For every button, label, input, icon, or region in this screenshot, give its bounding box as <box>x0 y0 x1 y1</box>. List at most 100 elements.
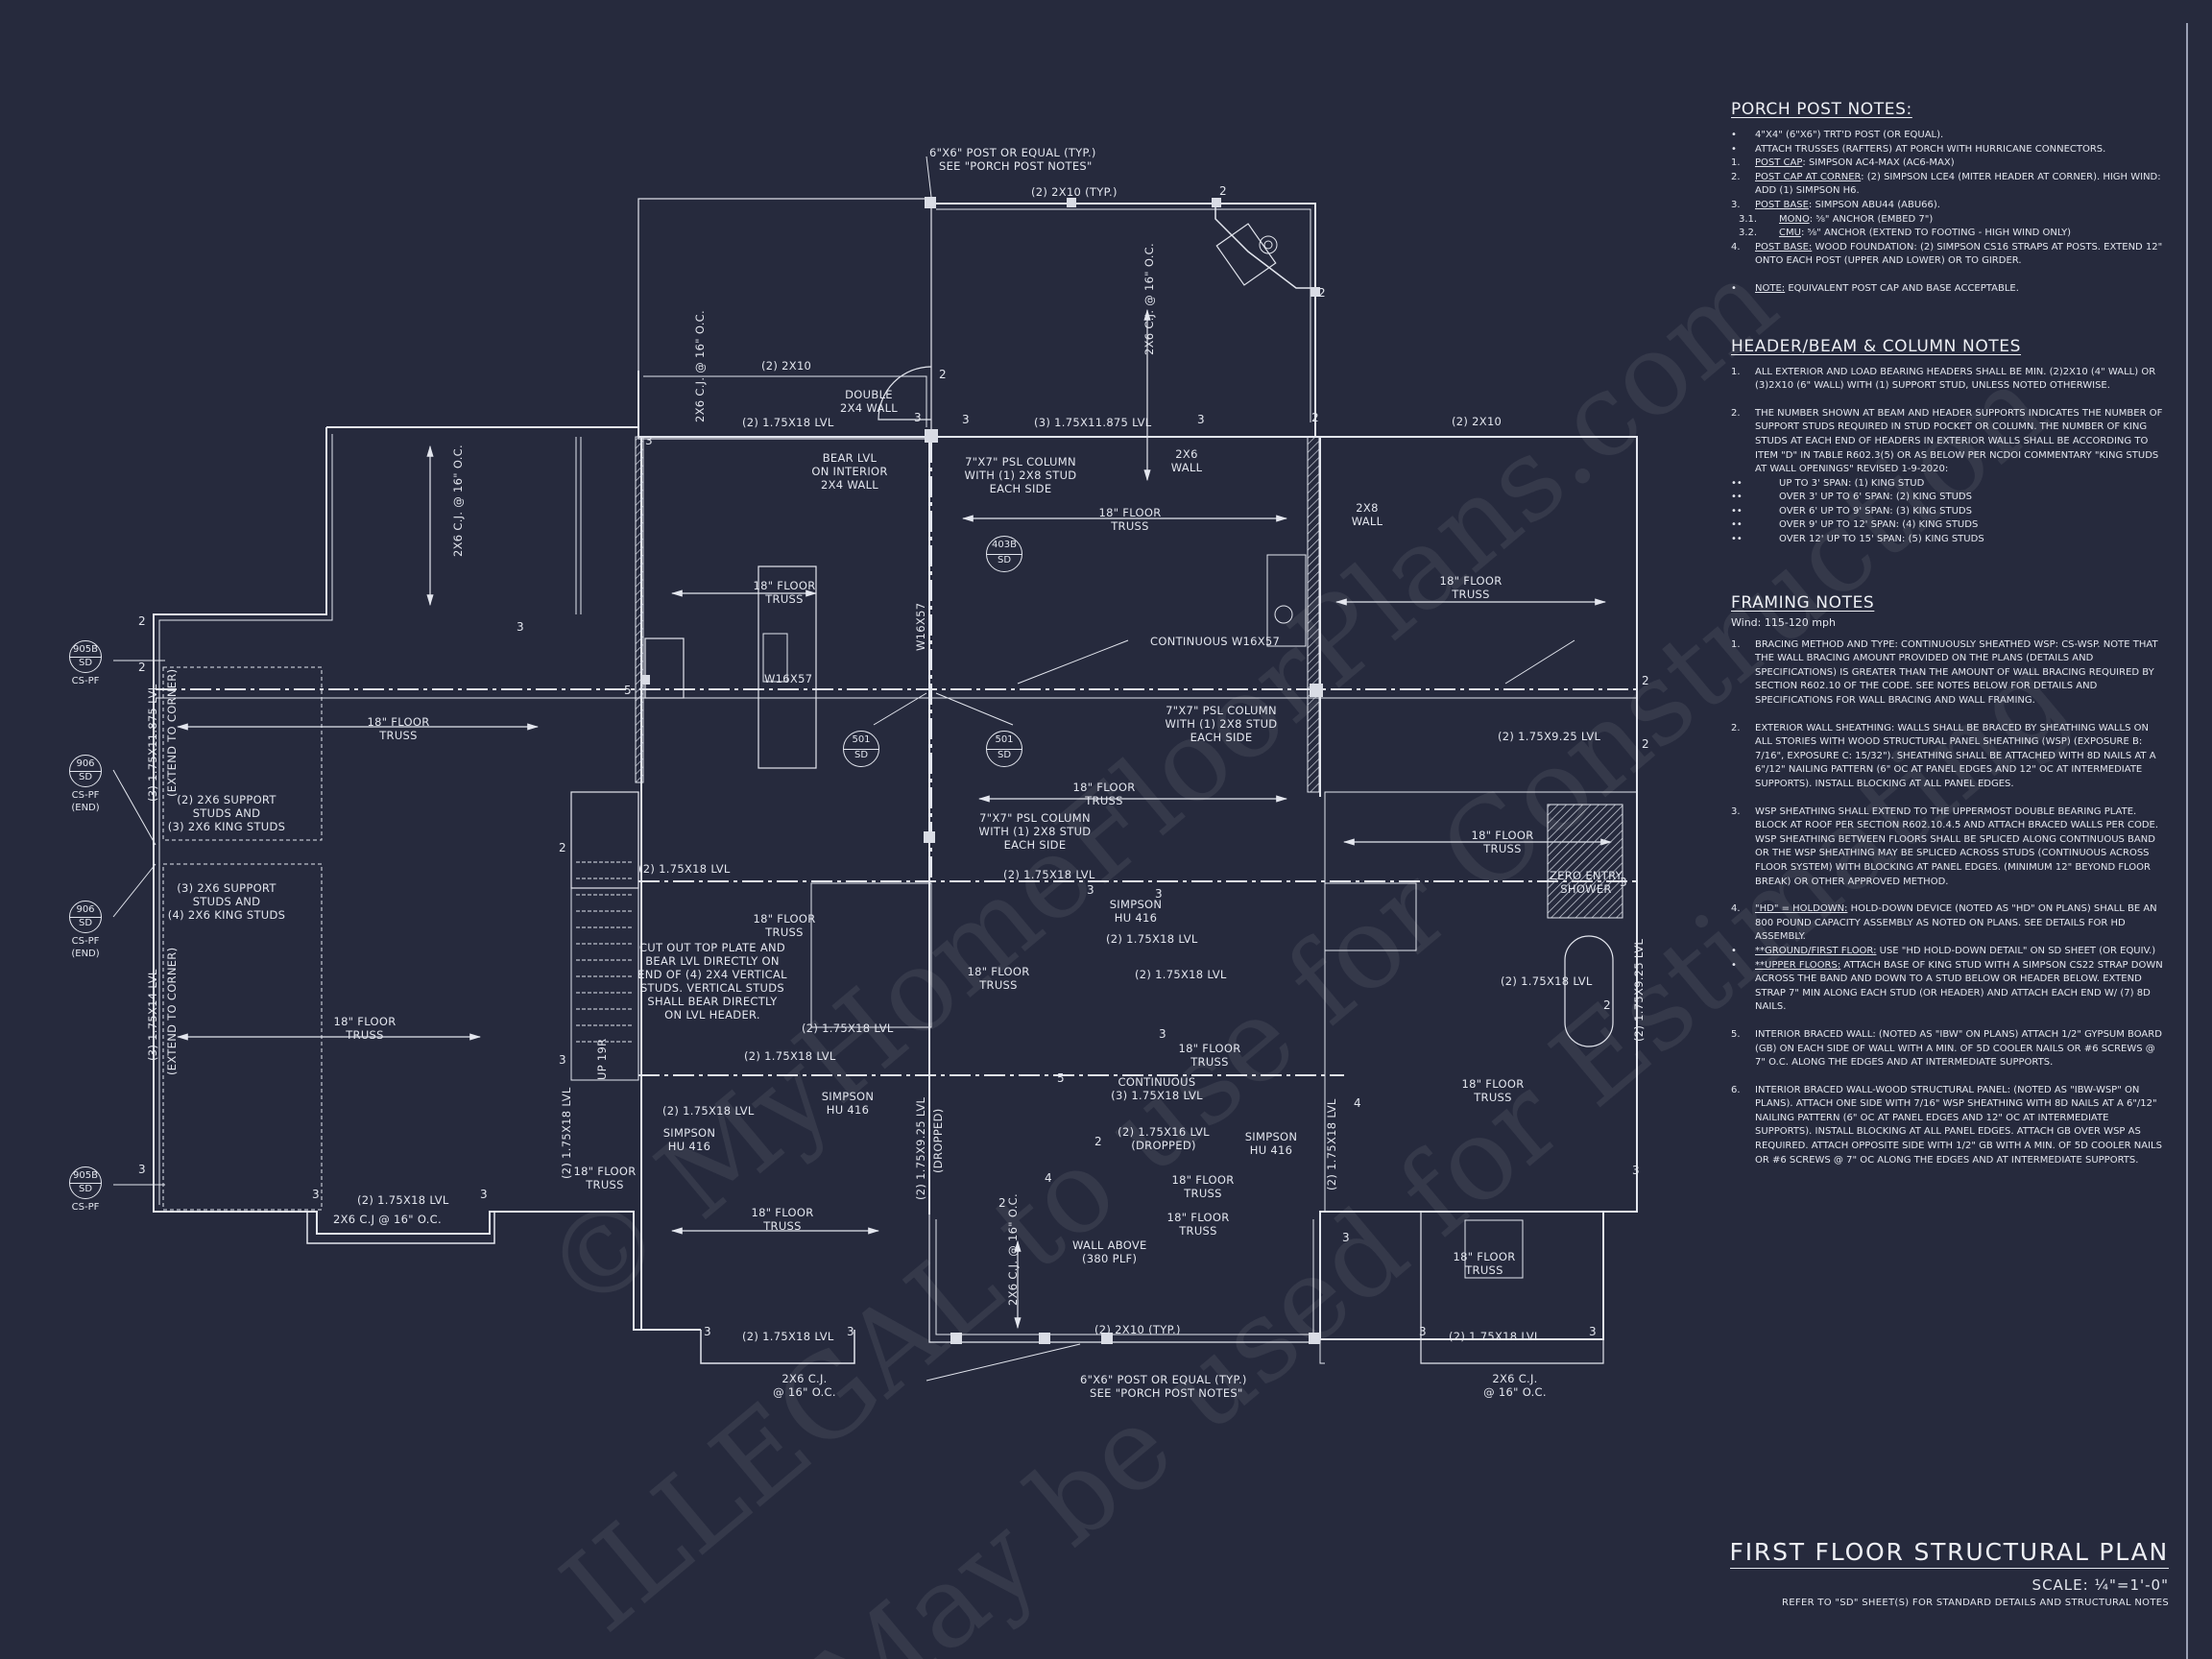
stud-count: 2 <box>1094 1135 1102 1148</box>
note-text: **UPPER FLOORS: ATTACH BASE OF KING STUD… <box>1755 959 2163 1015</box>
lvl-vertical-label: (2) 1.75x18 LVL <box>560 1087 573 1179</box>
note-marker: 4. <box>1731 903 1741 915</box>
notes-panel: PORCH POST NOTES: •4"x4" (6"x6") TRT'D P… <box>1731 100 2163 1200</box>
notes-title: FRAMING NOTES <box>1731 592 1875 613</box>
note-marker: 1. <box>1731 157 1741 169</box>
porch-top-header-label: (2) 2x10 (TYP.) <box>1031 185 1118 199</box>
note-text: INTERIOR BRACED WALL-WOOD STRUCTURAL PAN… <box>1755 1084 2163 1168</box>
stud-count: 2 <box>1311 411 1319 424</box>
wall-above-callout: WALL ABOVE(380 PLF) <box>1072 1238 1147 1265</box>
note-marker: 2. <box>1731 171 1741 182</box>
stud-count: 3 <box>914 411 922 424</box>
sheet-scale: SCALE: ¼"=1'-0" <box>2032 1576 2169 1594</box>
note-body: WOOD FOUNDATION: (2) SIMPSON CS16 STRAPS… <box>1755 241 2163 267</box>
detail-bubble-sub: CS-PF <box>71 676 100 686</box>
note-marker: • <box>1731 143 1737 155</box>
stud-count: 5 <box>624 684 632 697</box>
note-item: 2. POST CAP AT CORNER: (2) SIMPSON LCE4 (… <box>1731 171 2163 199</box>
post-callout-top: 6"x6" POST OR EQUAL (TYP.) SEE "PORCH PO… <box>929 146 1096 173</box>
note-item: 3.1. MONO: ⅝" ANCHOR (EMBED 7") <box>1731 213 2163 228</box>
note-marker: •• <box>1731 492 1743 503</box>
stud-count: 3 <box>645 434 653 447</box>
note-lead: MONO <box>1779 213 1810 225</box>
note-marker: •• <box>1731 534 1743 545</box>
note-lead: POST BASE <box>1755 199 1809 210</box>
note-body: USE "HD HOLD-DOWN DETAIL" ON SD SHEET (O… <box>1876 945 2156 956</box>
stair-up-label: UP 19R <box>595 1038 609 1080</box>
note-item: 3. POST BASE: SIMPSON ABU44 (ABU66). <box>1731 199 2163 213</box>
garage-lvl-lower-ext: (EXTEND TO CORNER) <box>165 947 179 1075</box>
stud-count: 3 <box>559 1053 566 1067</box>
note-text: ALL EXTERIOR AND LOAD BEARING HEADERS SH… <box>1755 366 2163 394</box>
note-text: EXTERIOR WALL SHEATHING: WALLS SHALL BE … <box>1755 722 2163 792</box>
stud-count: 2 <box>138 614 146 628</box>
note-item: •ATTACH TRUSSES (RAFTERS) AT PORCH WITH … <box>1731 143 2163 157</box>
note-marker: 3. <box>1731 199 1741 210</box>
note-item: 3.WSP SHEATHING SHALL EXTEND TO THE UPPE… <box>1731 805 2163 890</box>
wall-2x6-label: 2x6WALL <box>1170 447 1203 474</box>
note-marker: •• <box>1731 477 1743 489</box>
note-text: POST CAP AT CORNER: (2) SIMPSON LCE4 (MI… <box>1755 171 2163 199</box>
note-item: •• UP TO 3' SPAN: (1) KING STUD <box>1731 477 2163 492</box>
note-lead: **UPPER FLOORS: <box>1755 959 1841 971</box>
note-item: ••OVER 6' UP TO 9' SPAN: (3) KING STUDS <box>1731 505 2163 519</box>
laundry-cj-2-label: 2x6 C.J. @ 16" O.C. <box>451 445 465 557</box>
lvl-label: (2) 1.75x18 LVL <box>1501 974 1593 988</box>
header-2x10-right-label: (2) 2x10 <box>1452 415 1503 428</box>
note-item: •NOTE: EQUIVALENT POST CAP AND BASE ACCE… <box>1731 282 2163 297</box>
note-text: POST BASE: WOOD FOUNDATION: (2) SIMPSON … <box>1755 241 2163 269</box>
note-marker: 3.1. <box>1739 213 1758 225</box>
note-body: HOLD-DOWN DEVICE (NOTED AS "HD" ON PLANS… <box>1755 903 2157 943</box>
note-marker: 2. <box>1731 407 1741 419</box>
note-lead: POST BASE: <box>1755 241 1813 252</box>
note-body: : SIMPSON ABU44 (ABU66). <box>1808 199 1940 210</box>
garage-lvl-lower-label: (3) 1.75x14 LVL <box>146 969 159 1061</box>
detail-bubble-sub: CS-PF <box>71 1202 100 1213</box>
notes-list: 1.ALL EXTERIOR AND LOAD BEARING HEADERS … <box>1731 366 2163 547</box>
stud-count: 5 <box>1057 1071 1065 1085</box>
note-item: 2.EXTERIOR WALL SHEATHING: WALLS SHALL B… <box>1731 722 2163 792</box>
stud-count: 3 <box>1159 1027 1166 1041</box>
note-item: 5.INTERIOR BRACED WALL: (NOTED AS "IBW" … <box>1731 1028 2163 1070</box>
continuous-beam-label: CONTINUOUS W16x57 <box>1150 635 1281 648</box>
garage-lvl-upper-ext: (EXTEND TO CORNER) <box>165 668 179 797</box>
note-text: UP TO 3' SPAN: (1) KING STUD <box>1779 477 2163 492</box>
note-item: 4. "HD" = HOLDOWN: HOLD-DOWN DEVICE (NOTE… <box>1731 902 2163 945</box>
lvl-label: (3) 1.75x11.875 LVL <box>1034 416 1152 429</box>
note-text: "HD" = HOLDOWN: HOLD-DOWN DEVICE (NOTED … <box>1755 902 2163 945</box>
wind-speed: Wind: 115-120 mph <box>1731 615 1836 629</box>
note-body: BRACING METHOD AND TYPE: CONTINUOUSLY SH… <box>1755 638 2158 707</box>
stud-count: 2 <box>1603 998 1611 1012</box>
lvl-label: (2) 1.75x18 LVL <box>1106 932 1198 946</box>
note-lead: POST CAP <box>1755 157 1803 169</box>
note-lead: POST CAP AT CORNER <box>1755 171 1862 182</box>
stud-count: 3 <box>1419 1325 1427 1338</box>
stud-count: 3 <box>138 1163 146 1176</box>
note-body: OVER 9' UP TO 12' SPAN: (4) KING STUDS <box>1779 519 1979 531</box>
note-body: : ⅝" ANCHOR (EMBED 7") <box>1809 213 1934 225</box>
framing-notes: FRAMING NOTES Wind: 115-120 mph 1.BRACIN… <box>1731 593 2163 1168</box>
note-body: 4"x4" (6"x6") TRT'D POST (OR EQUAL). <box>1755 130 1944 140</box>
lvl-label: (2) 1.75x18 LVL <box>742 416 834 429</box>
note-item: 2.THE NUMBER SHOWN AT BEAM AND HEADER SU… <box>1731 407 2163 477</box>
note-body: ALL EXTERIOR AND LOAD BEARING HEADERS SH… <box>1755 366 2156 392</box>
note-item: 1.ALL EXTERIOR AND LOAD BEARING HEADERS … <box>1731 366 2163 394</box>
